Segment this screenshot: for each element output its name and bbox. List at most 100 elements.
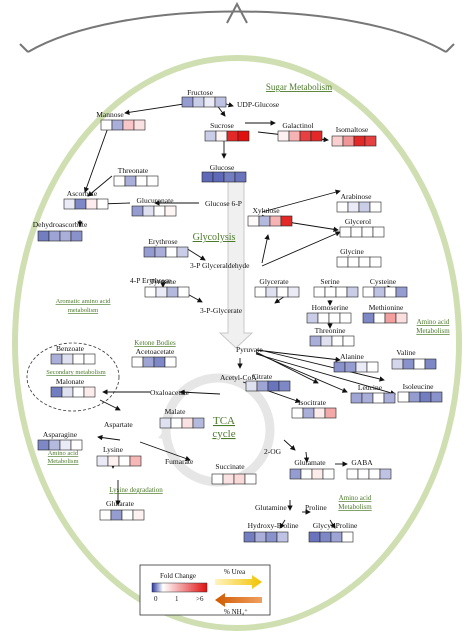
- heatmap-cell: [131, 356, 144, 368]
- metabolite-label-hydroxy-proline: Hydroxy-Proline: [248, 521, 299, 530]
- metabolite-label-tyrosine: Tyrosine: [150, 277, 177, 286]
- heatmap-cell: [121, 509, 134, 521]
- heatmap-cell: [144, 286, 157, 298]
- heatmap-cell: [258, 215, 271, 227]
- heatmap-cell: [328, 312, 341, 324]
- heatmap-cell: [331, 135, 344, 147]
- heatmap-cell: [234, 171, 247, 183]
- heatmap-cell: [83, 386, 96, 398]
- heatmap-cell: [278, 380, 291, 392]
- heatmap-threonine: [309, 335, 355, 347]
- heatmap-cell: [424, 358, 437, 370]
- legend-min-label: 0: [154, 595, 158, 603]
- heatmap-cell: [203, 96, 216, 108]
- label-3p-glycerate: 3-P-Glycerate: [200, 306, 243, 315]
- legend-nh4-arrow: [215, 593, 262, 607]
- cell-wall-right: [445, 43, 455, 53]
- heatmap-cell: [342, 135, 355, 147]
- heatmap-isomaltose: [331, 135, 377, 147]
- heatmap-cell: [350, 392, 363, 404]
- heatmap-cell: [177, 286, 190, 298]
- section-tca-line1: TCA: [213, 415, 235, 427]
- label-aspartate: Aspartate: [104, 420, 133, 429]
- metabolite-label-arabinose: Arabinose: [341, 192, 372, 201]
- heatmap-alanine: [333, 361, 379, 373]
- heatmap-cell: [313, 286, 326, 298]
- heatmap-cell: [357, 468, 370, 480]
- metabolite-label-asparagine: Asparagine: [43, 430, 78, 439]
- metabolite-label-glycerol: Glycerol: [345, 217, 371, 226]
- metabolite-label-mannose: Mannose: [96, 110, 124, 119]
- heatmap-cell: [122, 119, 135, 131]
- heatmap-cell: [254, 531, 267, 543]
- heatmap-cell: [164, 205, 177, 217]
- heatmap-xylulose: [247, 215, 293, 227]
- heatmap-cell: [155, 286, 168, 298]
- heatmap-cell: [83, 353, 96, 365]
- heatmap-cell: [204, 130, 217, 142]
- label-glutamine: Glutamine: [255, 503, 287, 512]
- heatmap-cell: [368, 468, 381, 480]
- cell-wall-left: [19, 43, 29, 53]
- heatmap-cell: [256, 380, 269, 392]
- metabolite-label-isocitrate: Isocitrate: [298, 398, 327, 407]
- heatmap-cell: [372, 226, 385, 238]
- heatmap-cell: [362, 286, 375, 298]
- heatmap-cell: [72, 353, 85, 365]
- heatmap-isoleucine: [397, 391, 443, 403]
- heatmap-cell: [214, 96, 227, 108]
- heatmap-cell: [311, 468, 324, 480]
- heatmap-cell: [408, 391, 421, 403]
- heatmap-cell: [96, 455, 109, 467]
- label-glucose-6p: Glucose 6-P: [205, 199, 242, 208]
- heatmap-cell: [133, 119, 146, 131]
- heatmap-cell: [430, 391, 443, 403]
- heatmap-cell: [243, 531, 256, 543]
- heatmap-cell: [153, 205, 166, 217]
- heatmap-cell: [347, 256, 360, 268]
- metabolite-label-serine: Serine: [320, 277, 340, 286]
- label-4p-erythrose: 4-P Erythrose: [130, 276, 172, 285]
- heatmap-cell: [247, 215, 260, 227]
- heatmap-cell: [361, 392, 374, 404]
- heatmap-cell: [395, 312, 408, 324]
- metabolite-label-glutamate: Glutamate: [294, 458, 326, 467]
- section-ketone-bodies: Ketone Bodies: [134, 339, 176, 347]
- legend-urea-arrow: [215, 575, 262, 589]
- heatmap-cell: [280, 215, 293, 227]
- heatmap-cell: [419, 391, 432, 403]
- metabolite-label-dehydroascorbate: Dehydroascorbate: [33, 220, 88, 229]
- heatmap-cell: [63, 198, 76, 210]
- metabolite-label-methionine: Methionine: [369, 303, 404, 312]
- heatmap-benzoate: [50, 353, 96, 365]
- heatmap-cell: [142, 205, 155, 217]
- heatmap-cell: [110, 509, 123, 521]
- heatmap-cell: [369, 256, 382, 268]
- heatmap-sucrose: [204, 130, 250, 142]
- heatmap-cell: [358, 256, 371, 268]
- heatmap-cell: [100, 119, 113, 131]
- heatmap-cell: [335, 286, 348, 298]
- heatmap-cell: [215, 130, 228, 142]
- heatmap-cell: [143, 246, 156, 258]
- heatmap-cell: [366, 361, 379, 373]
- heatmap-cell: [373, 312, 386, 324]
- metabolite-label-glucuronate: Glucuronate: [136, 196, 174, 205]
- metabolite-label-homoserine: Homoserine: [312, 303, 349, 312]
- heatmap-galactinol: [277, 130, 323, 142]
- cell-wall-cusp: [226, 1, 248, 24]
- heatmap-cell: [99, 509, 112, 521]
- heatmap-cell: [364, 135, 377, 147]
- heatmap-cell: [373, 286, 386, 298]
- heatmap-serine: [313, 286, 359, 298]
- heatmap-cell: [131, 205, 144, 217]
- tca-cycle-arrowhead: [158, 428, 168, 440]
- heatmap-cell: [353, 135, 366, 147]
- heatmap-cell: [170, 417, 183, 429]
- metabolite-label-valine: Valine: [396, 348, 416, 357]
- section-amino-right-line1: Amino acid: [417, 318, 450, 326]
- heatmap-cell: [317, 312, 330, 324]
- heatmap-homoserine: [306, 312, 352, 324]
- heatmap-cell: [269, 215, 282, 227]
- metabolite-label-glycyl-proline: Glycyl-Proline: [313, 521, 358, 530]
